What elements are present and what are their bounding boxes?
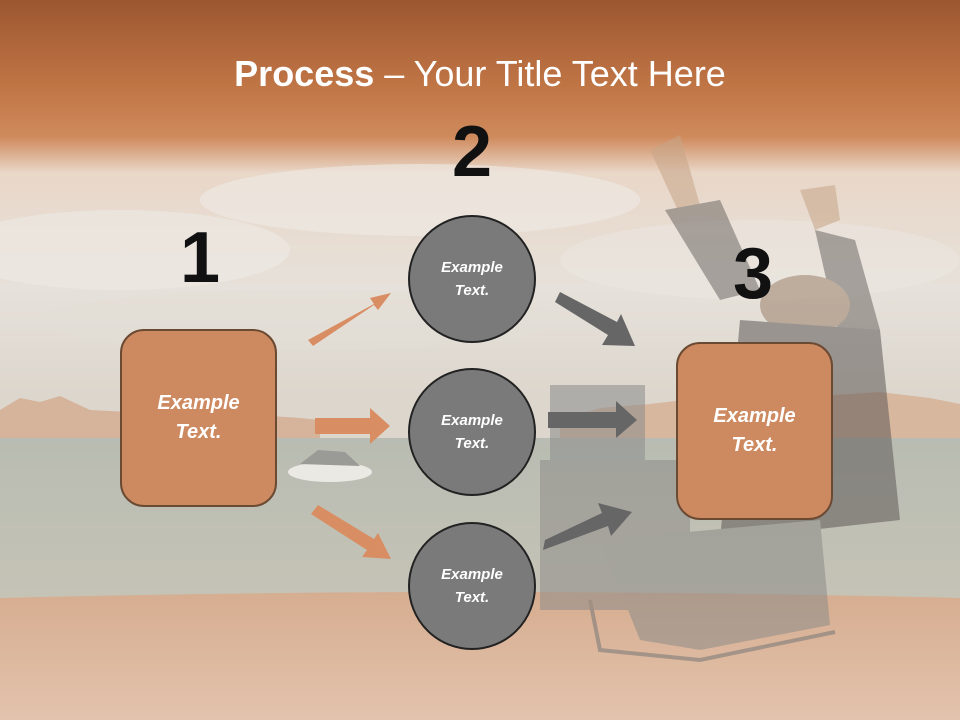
step-number-3: 3 — [732, 234, 774, 314]
arrow-2-to-3-bottom — [543, 503, 632, 550]
step-2-circle-1: Example Text. — [408, 215, 536, 343]
step-3-label: Example Text. — [713, 405, 796, 456]
step-2-circle-2: Example Text. — [408, 368, 536, 496]
step-2-circle-3: Example Text. — [408, 522, 536, 650]
arrow-2-to-3-middle — [548, 401, 637, 438]
arrow-1-to-2-bottom — [311, 505, 391, 559]
step-1-box: Example Text. — [120, 329, 277, 507]
step-1-label: Example Text. — [157, 392, 240, 443]
arrow-1-to-2-top — [308, 293, 391, 346]
arrow-1-to-2-middle — [315, 408, 390, 444]
step-2-circle-2-label: Example Text. — [441, 412, 503, 452]
arrow-2-to-3-top — [555, 292, 635, 346]
step-2-circle-3-label: Example Text. — [441, 566, 503, 606]
step-3-box: Example Text. — [676, 342, 833, 520]
step-number-2: 2 — [451, 112, 493, 192]
step-2-circle-1-label: Example Text. — [441, 259, 503, 299]
title-rest: – Your Title Text Here — [374, 53, 726, 94]
page-title: Process – Your Title Text Here — [0, 50, 960, 98]
step-number-1: 1 — [179, 218, 221, 298]
title-strong: Process — [234, 53, 375, 94]
